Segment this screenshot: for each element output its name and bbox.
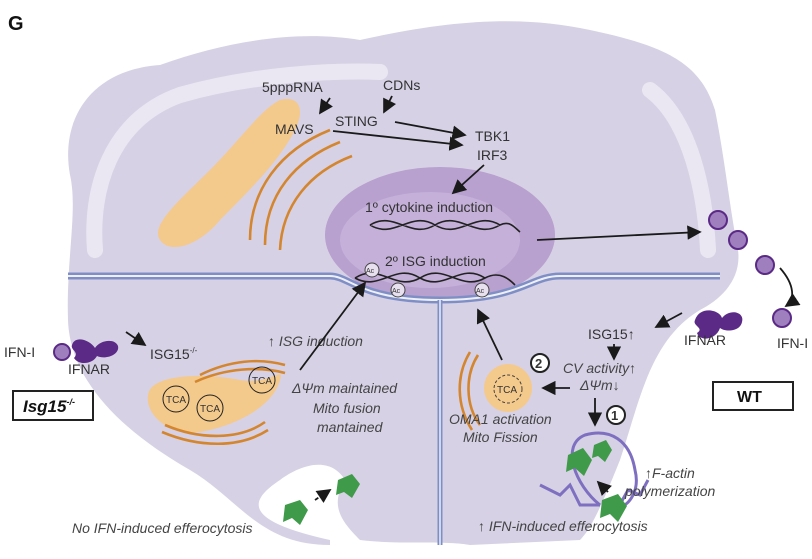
- tca-cycle-right: [493, 374, 523, 404]
- label-oma1-activation: OMA1 activation: [449, 411, 552, 427]
- secreted-ifn-particles: [708, 210, 792, 328]
- label-tbk1: TBK1: [475, 128, 510, 144]
- step-2-badge: 2: [530, 353, 550, 373]
- arrow-ifn-loop: [779, 267, 801, 308]
- apoptotic-cells-left: [283, 474, 360, 525]
- phagocytic-cup: [539, 431, 650, 510]
- label-5ppprna: 5pppRNA: [262, 79, 323, 95]
- arrow-left-to-nucleus: [299, 281, 367, 371]
- label-dpsi-down: ΔΨm↓: [579, 377, 620, 393]
- nucleolus-region: [340, 192, 520, 288]
- arrow-nucleus-secretion: [536, 225, 702, 241]
- label-mito-fission: Mito Fission: [463, 429, 538, 445]
- label-maintained: mantained: [317, 419, 384, 435]
- ifnar-receptor-left: [71, 339, 119, 364]
- svg-text:WT: WT: [737, 389, 762, 406]
- acetyl-mark: Ac Ac Ac: [364, 262, 490, 298]
- svg-text:TCA: TCA: [252, 376, 272, 387]
- label-ifnar-right: IFNAR: [684, 332, 726, 348]
- label-mavs: MAVS: [275, 121, 314, 137]
- svg-text:Ac: Ac: [366, 268, 375, 275]
- svg-text:TCA: TCA: [166, 395, 186, 406]
- genotype-box-wt: WT: [712, 381, 794, 411]
- arrow-cdns-sting: [383, 95, 397, 114]
- label-ifnar-left: IFNAR: [68, 361, 110, 377]
- label-ifn-right: IFN-I: [777, 335, 808, 351]
- arrow-mavs-irf3: [332, 130, 464, 151]
- genotype-box-isg15: Isg15-/-: [12, 390, 94, 421]
- arrow-ifnar-isg15-right: [654, 312, 683, 328]
- dna-secondary: [354, 272, 516, 286]
- arrow-mito-to-nucleus: [476, 308, 503, 361]
- ifnar-receptor-right: [694, 310, 743, 339]
- er-left: [161, 359, 286, 446]
- svg-text:2: 2: [535, 356, 542, 371]
- membrane-divider: [68, 272, 720, 545]
- ifn-ligand-left: [53, 343, 71, 361]
- arrow-engulf: [596, 480, 613, 497]
- er-top: [248, 128, 331, 241]
- cell-highlight: [86, 63, 388, 258]
- svg-text:1: 1: [611, 408, 618, 423]
- label-mito-fusion: Mito fusion: [313, 400, 381, 416]
- label-cv-activity: CV activity↑: [563, 360, 636, 376]
- arrow-ifnar-isg15-left: [125, 331, 147, 347]
- dna-primary: [369, 219, 521, 233]
- er-right: [458, 351, 482, 431]
- label-dpsi-maintained: ΔΨm maintained: [291, 380, 398, 396]
- label-isg15-up: ISG15↑: [588, 326, 635, 342]
- mitochondrion-fissioned: [484, 364, 532, 412]
- mitochondrion-fused: [147, 374, 281, 433]
- apoptotic-cells-right: [566, 440, 627, 522]
- arrow-irf3-nucleus: [451, 164, 485, 195]
- er-top-2: [263, 140, 341, 246]
- svg-text:Ac: Ac: [476, 288, 485, 295]
- label-secondary-isg: 2º ISG induction: [385, 253, 486, 269]
- label-irf3: IRF3: [477, 147, 508, 163]
- panel-label: G: [8, 13, 24, 35]
- svg-text:TCA: TCA: [200, 404, 220, 415]
- cell-highlight-right: [642, 82, 716, 258]
- label-sting: STING: [335, 113, 378, 129]
- svg-text:Ac: Ac: [392, 288, 401, 295]
- label-ifn-efferocytosis: ↑ IFN-induced efferocytosis: [478, 518, 648, 534]
- arrow-sting-tbk1: [394, 121, 467, 140]
- label-no-efferocytosis: No IFN-induced efferocytosis: [72, 520, 253, 536]
- svg-text:Isg15-/-: Isg15-/-: [23, 397, 75, 416]
- label-cdns: CDNs: [383, 77, 420, 93]
- label-isg15-ko: ISG15-/-: [150, 346, 198, 362]
- label-polymerization: polymerization: [624, 483, 715, 499]
- step-1-badge: 1: [606, 405, 626, 425]
- label-isg-induction: ↑ ISG induction: [268, 333, 363, 349]
- label-tca-right: TCA: [497, 385, 517, 396]
- tca-cycles-left: TCA TCA TCA: [162, 366, 276, 422]
- arrow-rna-mavs: [319, 97, 333, 115]
- label-ifn-left: IFN-I: [4, 344, 35, 360]
- mitochondrion-top: [158, 99, 300, 248]
- label-primary-cytokine: 1º cytokine induction: [365, 199, 493, 215]
- label-factin: ↑F-actin: [645, 465, 695, 481]
- arrow-efferocytosis-left: [314, 489, 332, 503]
- er-top-3: [278, 154, 353, 251]
